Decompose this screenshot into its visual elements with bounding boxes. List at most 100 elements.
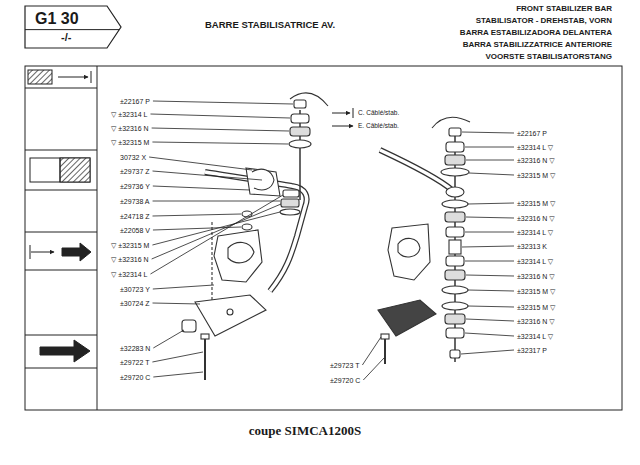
right-stabilizer-drawing bbox=[381, 334, 389, 339]
sidebar-symbol bbox=[60, 158, 90, 182]
page-frame bbox=[25, 150, 97, 151]
leader-line bbox=[150, 114, 290, 118]
right-stabilizer-drawing bbox=[449, 128, 461, 136]
left-stabilizer-drawing bbox=[289, 140, 311, 148]
left-stabilizer-drawing bbox=[294, 100, 306, 108]
callout-number: 30732 X bbox=[120, 154, 146, 161]
right-stabilizer-drawing bbox=[446, 256, 464, 266]
leader-line bbox=[153, 303, 200, 304]
callout-number: ±22167 P bbox=[517, 130, 547, 137]
page-frame bbox=[25, 270, 97, 271]
callout-number: ▽ ±32316 N bbox=[111, 125, 149, 132]
left-stabilizer-drawing bbox=[283, 190, 299, 197]
callout-number: ±29722 T bbox=[120, 359, 149, 366]
sidebar-symbol bbox=[58, 77, 88, 78]
callout-number: E. Câblé/stab. bbox=[358, 123, 399, 130]
right-stabilizer-drawing bbox=[441, 168, 469, 176]
callout-number: ±32316 N ▽ bbox=[517, 215, 555, 222]
leader-line bbox=[363, 358, 384, 380]
callout-number: ±32314 L ▽ bbox=[517, 229, 553, 236]
callout-number: ±29720 C bbox=[330, 377, 360, 384]
leader-line bbox=[466, 160, 514, 161]
leader-line bbox=[153, 285, 214, 289]
callout-number: ±32314 L ▽ bbox=[517, 333, 553, 340]
title-translation: BARRA STABILIZZATRICE ANTERIORE bbox=[463, 41, 612, 49]
left-stabilizer-drawing bbox=[227, 309, 233, 315]
leader-line bbox=[468, 290, 514, 291]
page-title: BARRE STABILISATRICE AV. bbox=[205, 20, 335, 30]
leader-line bbox=[469, 173, 514, 175]
right-stabilizer-drawing bbox=[432, 117, 470, 128]
callout-number: ±32313 K bbox=[517, 243, 547, 250]
callout-number: ▽ ±32315 M bbox=[111, 242, 149, 249]
right-stabilizer-drawing bbox=[442, 302, 468, 310]
leader-line bbox=[152, 142, 288, 144]
leader-line bbox=[153, 171, 262, 180]
left-stabilizer-drawing bbox=[280, 209, 300, 215]
leader-line bbox=[468, 306, 514, 307]
leader-line bbox=[465, 261, 514, 262]
page-frame bbox=[25, 88, 97, 89]
page-frame bbox=[25, 190, 97, 191]
leader-line bbox=[152, 352, 203, 362]
leader-line bbox=[362, 337, 381, 365]
callout-number: ±30723 Y bbox=[120, 286, 150, 293]
leader-line bbox=[152, 204, 281, 259]
page-frame bbox=[25, 335, 97, 336]
right-stabilizer-drawing bbox=[442, 200, 468, 208]
callout-number: ±32314 L ▽ bbox=[517, 258, 553, 265]
leader-line bbox=[149, 157, 252, 170]
page-frame bbox=[25, 66, 622, 410]
tab-outline bbox=[25, 6, 121, 48]
right-stabilizer-drawing bbox=[388, 224, 430, 280]
right-stabilizer-drawing bbox=[446, 187, 464, 197]
sidebar-symbol bbox=[91, 71, 92, 83]
leader-line bbox=[153, 330, 184, 348]
leader-line bbox=[152, 212, 280, 245]
page-frame bbox=[25, 66, 622, 410]
leader-line bbox=[153, 372, 203, 377]
left-stabilizer-drawing bbox=[290, 127, 310, 136]
sidebar-symbol bbox=[28, 70, 52, 84]
callout-number: ▽ ±32315 M bbox=[111, 139, 149, 146]
right-stabilizer-drawing bbox=[380, 150, 452, 190]
title-translation: BARRA ESTABILIZADORA DELANTERA bbox=[460, 29, 612, 37]
left-stabilizer-drawing bbox=[214, 230, 262, 282]
leader-line bbox=[152, 128, 289, 131]
left-stabilizer-drawing bbox=[246, 168, 280, 196]
callout-number: C. Câblé/stab. bbox=[358, 110, 399, 117]
reference-symbol bbox=[332, 113, 350, 114]
callout-number: ±29736 Y bbox=[120, 183, 150, 190]
right-stabilizer-drawing bbox=[445, 155, 465, 165]
callout-number: ±29737 Z bbox=[120, 168, 150, 175]
leader-line bbox=[150, 195, 283, 274]
leader-line bbox=[153, 214, 241, 216]
left-stabilizer-drawing bbox=[228, 242, 254, 262]
callout-number: ±32316 N ▽ bbox=[517, 157, 555, 164]
tab-divider bbox=[25, 29, 119, 30]
page-frame bbox=[25, 368, 97, 369]
callout-number: ±30724 Z bbox=[120, 300, 150, 307]
callout-number: ±32317 P bbox=[517, 347, 547, 354]
leader-line bbox=[465, 147, 514, 148]
callout-number: ±29723 T bbox=[330, 362, 359, 369]
reference-symbol bbox=[353, 108, 354, 118]
left-stabilizer-drawing bbox=[204, 339, 206, 380]
leader-line bbox=[466, 319, 514, 321]
callout-number: ±29720 C bbox=[120, 374, 150, 381]
callout-number: ±32315 M ▽ bbox=[517, 304, 555, 311]
leader-line bbox=[465, 333, 514, 336]
page-frame bbox=[25, 232, 97, 233]
title-translation: FRONT STABILIZER BAR bbox=[516, 5, 612, 13]
sidebar-symbol bbox=[60, 158, 61, 182]
callout-number: ±32315 M ▽ bbox=[517, 172, 555, 179]
callout-number: ±32315 M ▽ bbox=[517, 288, 555, 295]
callout-number: ±22058 V bbox=[120, 227, 150, 234]
left-stabilizer-drawing bbox=[201, 334, 209, 339]
callout-number: ±24718 Z bbox=[120, 213, 150, 220]
right-stabilizer-drawing bbox=[446, 328, 464, 338]
leader-line bbox=[462, 246, 514, 247]
right-stabilizer-drawing bbox=[449, 240, 461, 254]
callout-number: ±32316 N ▽ bbox=[517, 273, 555, 280]
